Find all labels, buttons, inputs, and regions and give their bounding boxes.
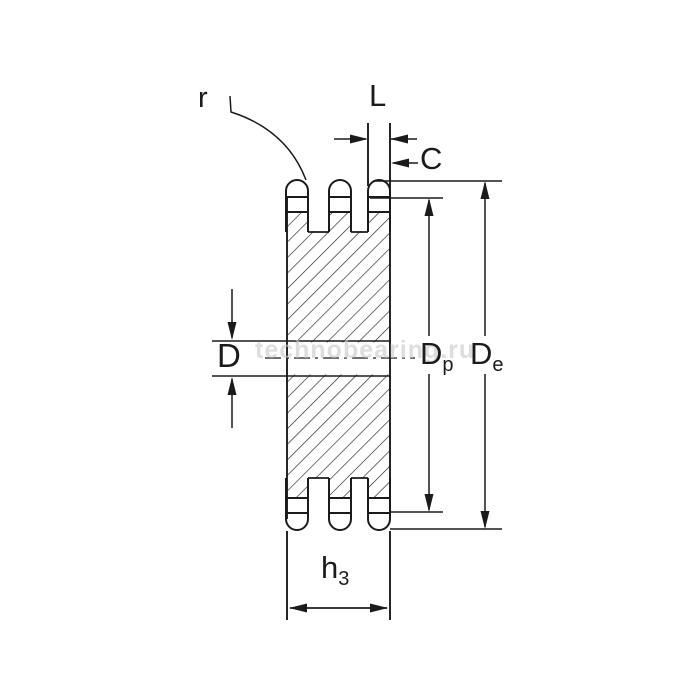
dimension-Dp: [370, 197, 443, 513]
label-hub-width-sub: 3: [338, 568, 350, 590]
label-tooth-width: L: [369, 78, 387, 113]
dimension-C: [391, 158, 418, 168]
radius-leader-line: [229, 95, 307, 181]
label-hub-width-main: h: [321, 550, 339, 585]
label-hub-width: h3: [321, 552, 349, 589]
bottom-tooth-notches: [308, 477, 368, 499]
dimension-h3: [289, 603, 388, 613]
label-tooth-radius: r: [198, 82, 208, 114]
dimension-De: [373, 180, 502, 530]
label-pitch-diameter-main: D: [420, 336, 443, 371]
label-outer-diameter: De: [470, 338, 504, 375]
bore-band: [212, 340, 390, 377]
hub-root-lines: [287, 211, 390, 499]
bottom-tooth-plates: [285, 478, 391, 531]
top-tooth-notches: [308, 211, 368, 233]
watermark-text: technobearing.ru: [255, 336, 476, 364]
label-bore-diameter: D: [217, 337, 241, 374]
label-pitch-diameter: Dp: [420, 338, 454, 375]
dimension-D: [227, 289, 237, 428]
label-outer-diameter-main: D: [470, 336, 493, 371]
top-tooth-plates: [285, 179, 391, 232]
dimension-L: [334, 134, 417, 144]
label-offset: C: [420, 141, 443, 176]
label-pitch-diameter-sub: p: [442, 354, 454, 376]
label-outer-diameter-sub: e: [492, 354, 504, 376]
